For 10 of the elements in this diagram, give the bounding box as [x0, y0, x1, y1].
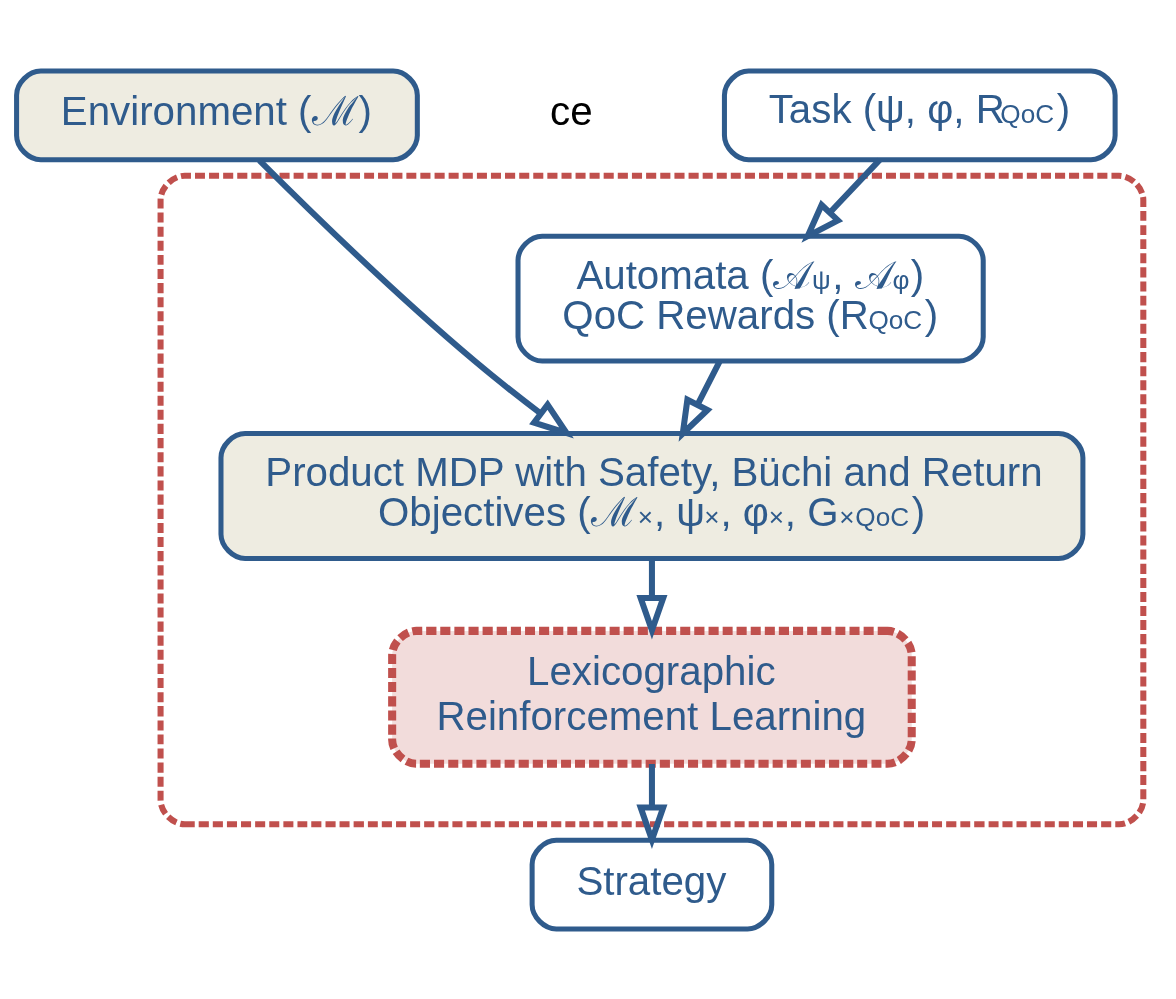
node-box: Task (ψ, φ, RQoC) [721, 68, 1118, 162]
label: ce [550, 88, 593, 134]
arrow [636, 763, 668, 849]
cluster [157, 172, 1147, 827]
node-box: Strategy [529, 837, 775, 931]
node-box: Product MDP with Safety, Büchi and Return Objectives (ℳ×, ψ×, φ×, G×QoC) [218, 430, 1086, 561]
node-box: Environment (ℳ) [14, 68, 420, 162]
arrow [636, 558, 668, 639]
node-box: Lexicographic Reinforcement Learning [388, 626, 916, 768]
node-box: Automata (𝒜ψ, 𝒜φ) QoC Rewards (RQoC) [515, 233, 986, 364]
